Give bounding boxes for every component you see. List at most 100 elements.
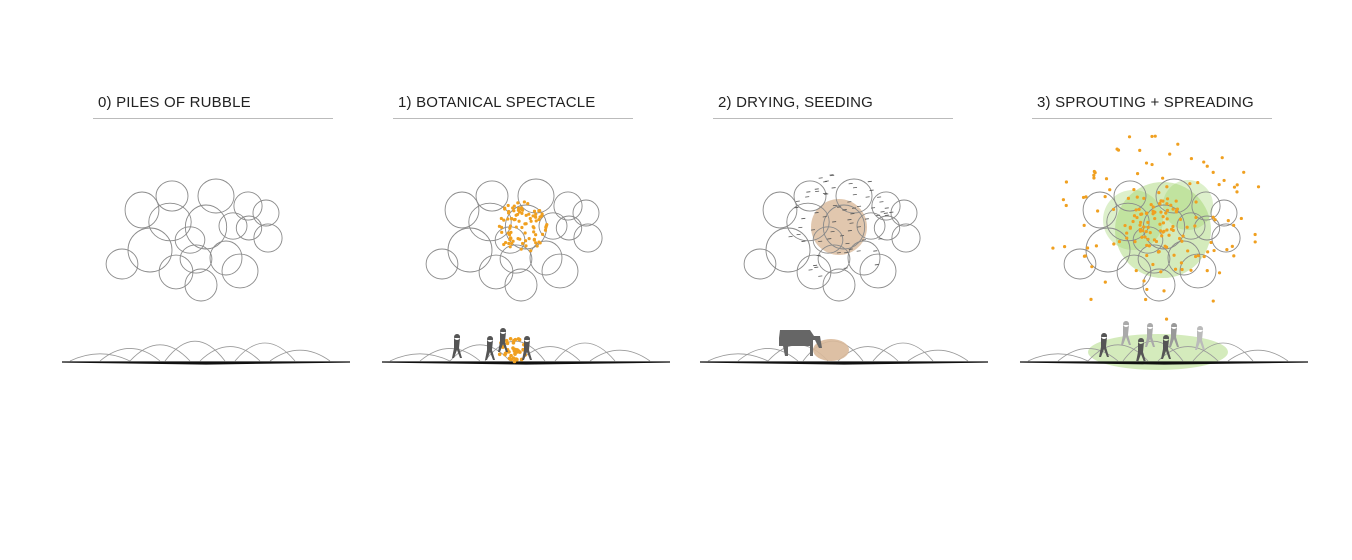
seed-dot bbox=[1165, 217, 1169, 221]
rubble-outline bbox=[233, 191, 263, 221]
flower-dot bbox=[516, 337, 521, 341]
seed-mark bbox=[814, 212, 819, 214]
flower-dot bbox=[505, 341, 510, 346]
flower-dot bbox=[526, 201, 530, 206]
seed-dot bbox=[1061, 198, 1066, 202]
rubble-outline bbox=[762, 191, 798, 229]
seed-dot bbox=[1084, 195, 1088, 199]
flower-dot bbox=[502, 242, 506, 247]
panel-2-rule bbox=[713, 118, 953, 119]
rubble-outline bbox=[793, 180, 827, 212]
seed-mark bbox=[845, 242, 850, 245]
rubble-mound bbox=[199, 346, 261, 362]
seed-dot bbox=[1138, 227, 1142, 232]
flower-dot bbox=[512, 204, 516, 208]
seed-dot bbox=[1142, 196, 1146, 200]
seed-dot bbox=[1064, 180, 1069, 184]
rubble-outline bbox=[1082, 191, 1118, 229]
seed-dot bbox=[1144, 229, 1148, 234]
seed-dot bbox=[1115, 147, 1119, 151]
person-silhouette bbox=[1195, 326, 1205, 350]
flower-dot bbox=[511, 239, 515, 243]
rubble-outline bbox=[1179, 253, 1217, 289]
seed-dot bbox=[1146, 225, 1150, 229]
rubble-mound bbox=[164, 340, 226, 362]
flower-dot bbox=[516, 201, 520, 205]
seed-mark bbox=[880, 211, 885, 213]
seed-dot bbox=[1239, 216, 1243, 221]
seed-mark bbox=[842, 209, 848, 211]
seed-dot bbox=[1232, 223, 1236, 227]
seed-dot bbox=[1161, 214, 1165, 219]
rubble-mound bbox=[1192, 342, 1254, 362]
seed-dot bbox=[1186, 249, 1190, 253]
seed-dot bbox=[1148, 231, 1152, 235]
seed-dot bbox=[1108, 188, 1112, 192]
flower-dot bbox=[535, 244, 539, 248]
seed-dot bbox=[1144, 211, 1149, 216]
seed-dot bbox=[1083, 254, 1087, 258]
flower-dot bbox=[507, 241, 511, 246]
seed-dot bbox=[1193, 224, 1197, 228]
seed-dot bbox=[1144, 161, 1149, 165]
seed-dot bbox=[1161, 176, 1165, 180]
seed-dot bbox=[1062, 245, 1067, 249]
rubble-outline bbox=[1193, 215, 1221, 241]
seed-dot bbox=[1117, 239, 1122, 244]
rubble-outline bbox=[499, 244, 533, 274]
rubble-outline bbox=[504, 268, 538, 302]
seed-dot bbox=[1158, 229, 1163, 233]
seed-dot bbox=[1142, 279, 1146, 283]
rubble-outline bbox=[253, 223, 283, 253]
flower-dot bbox=[514, 213, 518, 217]
seed-dot bbox=[1103, 195, 1107, 199]
seed-dot bbox=[1161, 230, 1165, 234]
flower-dot bbox=[531, 214, 535, 218]
seed-dot bbox=[1172, 253, 1176, 257]
seed-dot bbox=[1230, 244, 1234, 248]
rubble-outline bbox=[1063, 248, 1097, 280]
flower-dot bbox=[532, 209, 537, 213]
flower-dot bbox=[522, 200, 526, 204]
seed-mark bbox=[850, 213, 855, 215]
seed-dot bbox=[1081, 195, 1086, 200]
ground-line bbox=[1019, 361, 1309, 365]
seed-mark bbox=[847, 219, 852, 221]
flower-dot bbox=[509, 353, 513, 358]
seed-dot bbox=[1213, 218, 1217, 222]
seed-dot bbox=[1151, 205, 1155, 209]
flower-dot bbox=[509, 357, 514, 362]
seed-mark bbox=[848, 182, 853, 185]
flower-dot bbox=[512, 209, 516, 213]
seed-dot bbox=[1150, 162, 1154, 167]
seed-mark bbox=[878, 238, 883, 240]
seed-dot bbox=[1177, 236, 1182, 241]
seed-dot bbox=[1096, 209, 1100, 213]
rubble-outline bbox=[847, 240, 881, 276]
seed-dot bbox=[1134, 268, 1138, 273]
seed-dot bbox=[1151, 262, 1155, 267]
flower-dot bbox=[520, 211, 524, 215]
seed-dot bbox=[1082, 223, 1086, 227]
seed-mark bbox=[865, 196, 870, 198]
seed-dot bbox=[1175, 207, 1180, 211]
rubble-outline bbox=[743, 248, 777, 280]
seed-mark bbox=[794, 206, 799, 209]
rubble-outline bbox=[555, 215, 583, 241]
seed-dot bbox=[1153, 216, 1157, 221]
flower-dot bbox=[510, 217, 514, 221]
seed-mark bbox=[852, 186, 858, 189]
flower-dot bbox=[506, 217, 510, 221]
rubble-outline bbox=[1167, 240, 1201, 276]
seed-dot bbox=[1164, 317, 1169, 321]
seed-mark bbox=[815, 190, 820, 193]
flower-dot bbox=[538, 215, 542, 219]
flower-dot bbox=[538, 241, 542, 245]
seed-dot bbox=[1138, 220, 1143, 225]
flower-dot bbox=[515, 348, 520, 352]
flower-dot bbox=[508, 245, 512, 249]
seed-dot bbox=[1138, 223, 1142, 227]
seed-dot bbox=[1194, 215, 1198, 220]
seed-dot bbox=[1064, 203, 1068, 208]
